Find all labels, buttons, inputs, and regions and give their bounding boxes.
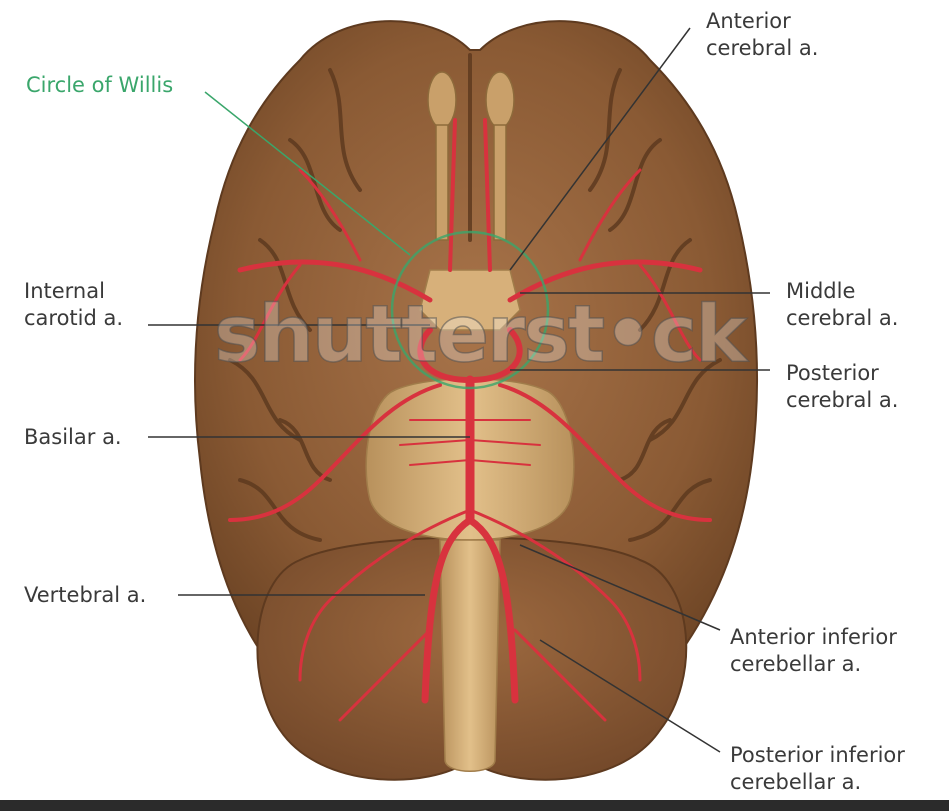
label-circle-of-willis: Circle of Willis	[26, 72, 173, 99]
label-line-1: Middle	[786, 278, 898, 305]
label-line-2: carotid a.	[24, 305, 123, 332]
label-line-2: cerebral a.	[706, 35, 818, 62]
label-line-2: cerebellar a.	[730, 651, 897, 678]
label-vertebral: Vertebral a.	[24, 582, 146, 609]
label-anterior-inferior-cerebellar: Anterior inferior cerebellar a.	[730, 624, 897, 678]
label-line-1: Posterior	[786, 360, 898, 387]
label-anterior-cerebral: Anterior cerebral a.	[706, 8, 818, 62]
medulla	[440, 540, 500, 771]
label-line-1: Anterior	[706, 8, 818, 35]
label-line-1: Posterior inferior	[730, 742, 905, 769]
label-text: Basilar a.	[24, 424, 122, 451]
bottom-border	[0, 800, 949, 811]
label-basilar: Basilar a.	[24, 424, 122, 451]
label-line-2: cerebellar a.	[730, 769, 905, 796]
label-text: Vertebral a.	[24, 582, 146, 609]
label-posterior-inferior-cerebellar: Posterior inferior cerebellar a.	[730, 742, 905, 796]
label-middle-cerebral: Middle cerebral a.	[786, 278, 898, 332]
label-posterior-cerebral: Posterior cerebral a.	[786, 360, 898, 414]
label-line-2: cerebral a.	[786, 387, 898, 414]
label-line-1: Internal	[24, 278, 123, 305]
label-line-1: Anterior inferior	[730, 624, 897, 651]
watermark: shutterst•ck	[214, 290, 745, 380]
label-text: Circle of Willis	[26, 72, 173, 99]
label-internal-carotid: Internal carotid a.	[24, 278, 123, 332]
label-line-2: cerebral a.	[786, 305, 898, 332]
